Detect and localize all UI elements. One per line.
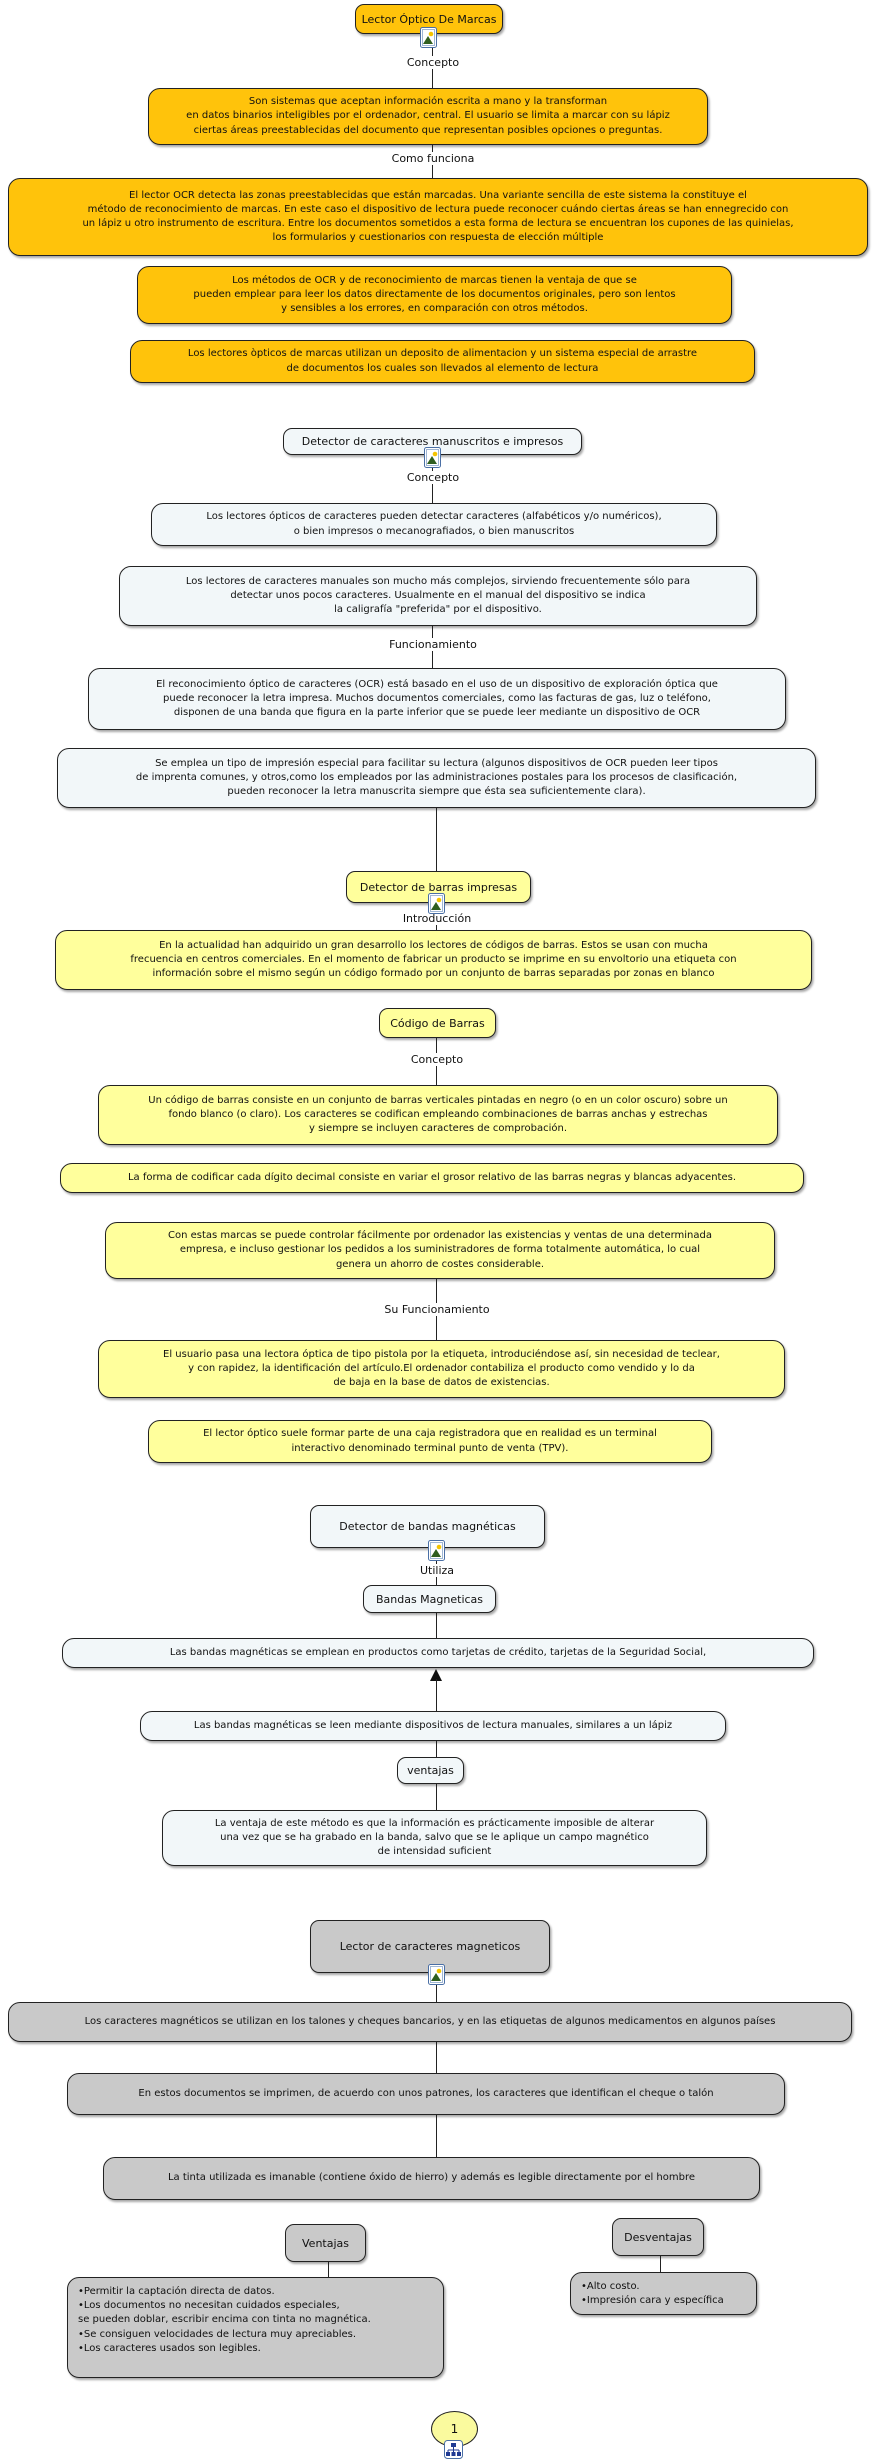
image-resource-icon[interactable] — [424, 447, 441, 468]
link-label-introduccion[interactable]: Introducción — [327, 912, 547, 925]
statement-ventajas-lista[interactable]: •Permitir la captación directa de datos.… — [67, 2277, 444, 2378]
statement-codificar-digito[interactable]: La forma de codificar cada dígito decima… — [60, 1163, 804, 1193]
image-resource-icon[interactable] — [428, 1964, 445, 1985]
statement-terminal-punto-venta[interactable]: El lector óptico suele formar parte de u… — [148, 1420, 712, 1463]
node-desventajas-magneticos[interactable]: Desventajas — [612, 2218, 704, 2256]
node-lector-caracteres-magneticos[interactable]: Lector de caracteres magneticos — [310, 1920, 550, 1973]
concept-map-icon[interactable] — [444, 2440, 463, 2459]
connector-line — [328, 2262, 329, 2277]
statement-lectores-manuales[interactable]: Los lectores de caracteres manuales son … — [119, 566, 757, 626]
statement-codigo-barras-concepto[interactable]: Un código de barras consiste en un conju… — [98, 1085, 778, 1145]
node-detector-barras-impresas[interactable]: Detector de barras impresas — [346, 871, 531, 903]
statement-reconocimiento-optico[interactable]: El reconocimiento óptico de caracteres (… — [88, 668, 786, 730]
statement-lector-ocr-detecta[interactable]: El lector OCR detecta las zonas preestab… — [8, 178, 868, 256]
link-label-funcionamiento[interactable]: Funcionamiento — [323, 638, 543, 651]
arrowhead-up — [430, 1669, 442, 1681]
statement-lectora-pistola[interactable]: El usuario pasa una lectora óptica de ti… — [98, 1340, 785, 1398]
node-ventajas-magneticos[interactable]: Ventajas — [285, 2224, 366, 2262]
link-label-su-funcionamiento[interactable]: Su Funcionamiento — [327, 1303, 547, 1316]
statement-lectores-opticos-caracteres[interactable]: Los lectores ópticos de caracteres puede… — [151, 503, 717, 546]
image-resource-icon[interactable] — [420, 27, 437, 48]
connector-line — [436, 2115, 437, 2157]
statement-bandas-productos[interactable]: Las bandas magnéticas se emplean en prod… — [62, 1638, 814, 1668]
image-resource-icon[interactable] — [428, 1540, 445, 1561]
connector-line — [660, 2256, 661, 2272]
statement-deposito-alimentacion[interactable]: Los lectores òpticos de marcas utilizan … — [130, 340, 755, 383]
statement-control-existencias[interactable]: Con estas marcas se puede controlar fáci… — [105, 1222, 775, 1279]
statement-bandas-lectura[interactable]: Las bandas magnéticas se leen mediante d… — [140, 1711, 726, 1741]
statement-ventaja-imposible-alterar[interactable]: La ventaja de este método es que la info… — [162, 1810, 707, 1866]
statement-caracteres-magneticos-usos[interactable]: Los caracteres magnéticos se utilizan en… — [8, 2002, 852, 2042]
link-label-utiliza[interactable]: Utiliza — [327, 1564, 547, 1577]
node-bandas-magneticas[interactable]: Bandas Magneticas — [363, 1585, 496, 1613]
link-label-concepto[interactable]: Concepto — [323, 56, 543, 69]
link-label-como-funciona[interactable]: Como funciona — [323, 152, 543, 165]
node-detector-bandas-magneticas[interactable]: Detector de bandas magnéticas — [310, 1505, 545, 1548]
connector-line — [436, 1784, 437, 1810]
statement-impresion-especial[interactable]: Se emplea un tipo de impresión especial … — [57, 748, 816, 808]
node-ventajas-bandas[interactable]: ventajas — [397, 1757, 464, 1784]
connector-line — [436, 1973, 437, 2002]
link-label-concepto[interactable]: Concepto — [327, 1053, 547, 1066]
statement-tinta-imanable[interactable]: La tinta utilizada es imanable (contiene… — [103, 2157, 760, 2200]
connector-line — [436, 2042, 437, 2073]
statement-son-sistemas[interactable]: Son sistemas que aceptan información esc… — [148, 88, 708, 145]
connector-line — [436, 1679, 437, 1711]
node-codigo-de-barras[interactable]: Código de Barras — [379, 1008, 496, 1038]
statement-codigos-barras-desarrollo[interactable]: En la actualidad han adquirido un gran d… — [55, 930, 812, 990]
image-resource-icon[interactable] — [428, 893, 445, 914]
connector-line — [436, 808, 437, 871]
link-label-concepto[interactable]: Concepto — [323, 471, 543, 484]
statement-desventajas-lista[interactable]: •Alto costo. •Impresión cara y específic… — [570, 2272, 757, 2315]
statement-patrones-cheque[interactable]: En estos documentos se imprimen, de acue… — [67, 2073, 785, 2115]
connector-line — [436, 1613, 437, 1638]
statement-metodos-ocr-ventaja[interactable]: Los métodos de OCR y de reconocimiento d… — [137, 266, 732, 324]
connector-line — [436, 1741, 437, 1757]
